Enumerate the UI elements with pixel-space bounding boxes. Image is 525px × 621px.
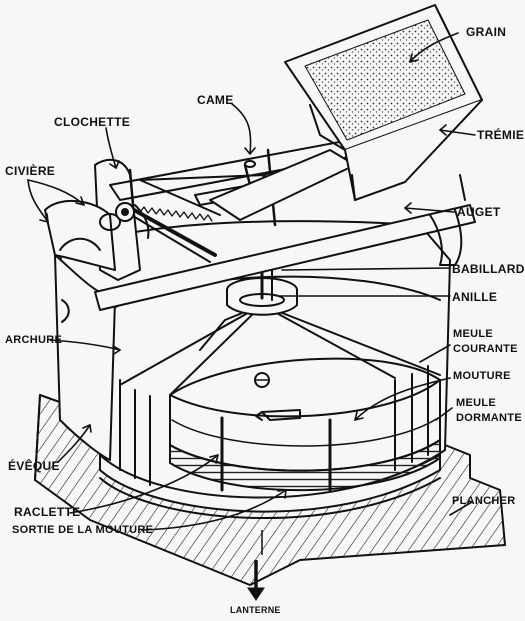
label-anille: ANILLE bbox=[452, 290, 498, 304]
stone-stripe-band bbox=[169, 439, 441, 492]
auget-crossbar bbox=[94, 204, 476, 311]
label-eveque: ÉVÊQUE bbox=[8, 459, 60, 473]
label-clochette: CLOCHETTE bbox=[54, 115, 131, 129]
label-archure: ARCHURE bbox=[5, 334, 63, 346]
label-lanterne: LANTERNE bbox=[230, 605, 281, 615]
label-plancher: PLANCHER bbox=[452, 495, 516, 507]
label-raclette: RACLETTE bbox=[14, 505, 81, 519]
label-tremie: TRÉMIE bbox=[477, 128, 525, 142]
label-meule-dormante-2: DORMANTE bbox=[456, 412, 522, 424]
label-grain: GRAIN bbox=[466, 25, 507, 39]
lanterne-arrow bbox=[247, 560, 265, 601]
ratchet-bar bbox=[123, 203, 217, 257]
label-civiere: CIVIÈRE bbox=[5, 164, 56, 178]
floor-top-edge bbox=[34, 394, 41, 481]
label-mouture: MOUTURE bbox=[453, 370, 511, 382]
label-babillard: BABILLARD bbox=[452, 262, 525, 276]
label-auget: AUGET bbox=[457, 205, 501, 219]
runner-stone-top bbox=[169, 357, 441, 396]
label-came: CAME bbox=[197, 93, 234, 107]
label-meule-dormante-1: MEULE bbox=[456, 397, 496, 409]
label-meule-courante-2: COURANTE bbox=[453, 343, 518, 355]
label-meule-courante-1: MEULE bbox=[453, 328, 493, 340]
label-sortie-de-la-mouture: SORTIE DE LA MOUTURE bbox=[12, 524, 154, 536]
grain-fill bbox=[304, 19, 466, 141]
